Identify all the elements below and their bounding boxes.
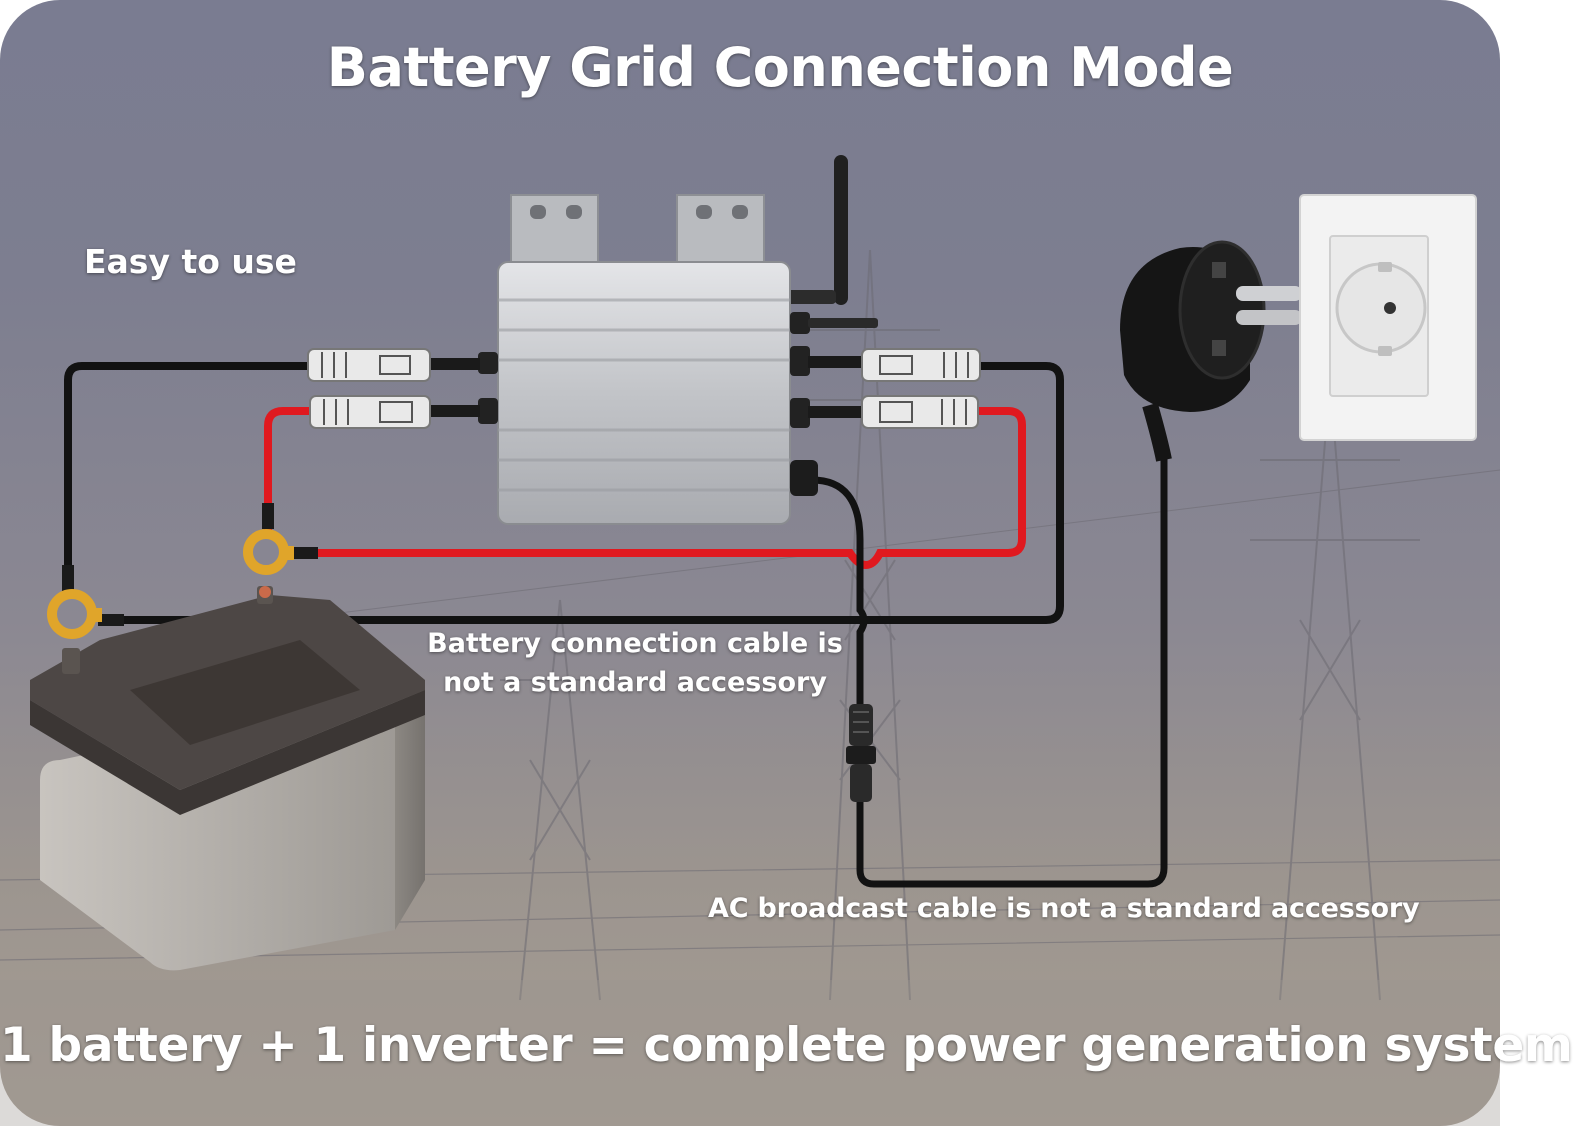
- micro-inverter: [425, 155, 878, 525]
- ground-haze: [0, 980, 1500, 1126]
- antenna-icon: [834, 155, 848, 305]
- ac-cable-note: AC broadcast cable is not a standard acc…: [708, 893, 1420, 924]
- footer-caption: 1 battery + 1 inverter = complete power …: [0, 1018, 1573, 1073]
- schuko-plug: [1120, 240, 1302, 462]
- easy-to-use-label: Easy to use: [84, 242, 297, 281]
- left-mc4-connector-negative: [307, 348, 431, 382]
- ac-output-cable: [811, 440, 1168, 888]
- right-mc4-connector-negative: [861, 348, 981, 382]
- ac-inline-connector: [846, 704, 876, 802]
- battery: [30, 586, 425, 971]
- right-mc4-connector-positive: [861, 395, 979, 429]
- left-mc4-connector-positive: [309, 395, 431, 429]
- wall-socket: [1299, 194, 1477, 441]
- wiring-diagram: [0, 155, 1501, 1126]
- battery-cable-note: Battery connection cable is not a standa…: [427, 628, 843, 698]
- negative-ring-terminal: [47, 589, 102, 639]
- diagram-title: Battery Grid Connection Mode: [326, 36, 1234, 99]
- positive-ring-terminal: [243, 529, 294, 575]
- negative-battery-wire: [64, 362, 1064, 624]
